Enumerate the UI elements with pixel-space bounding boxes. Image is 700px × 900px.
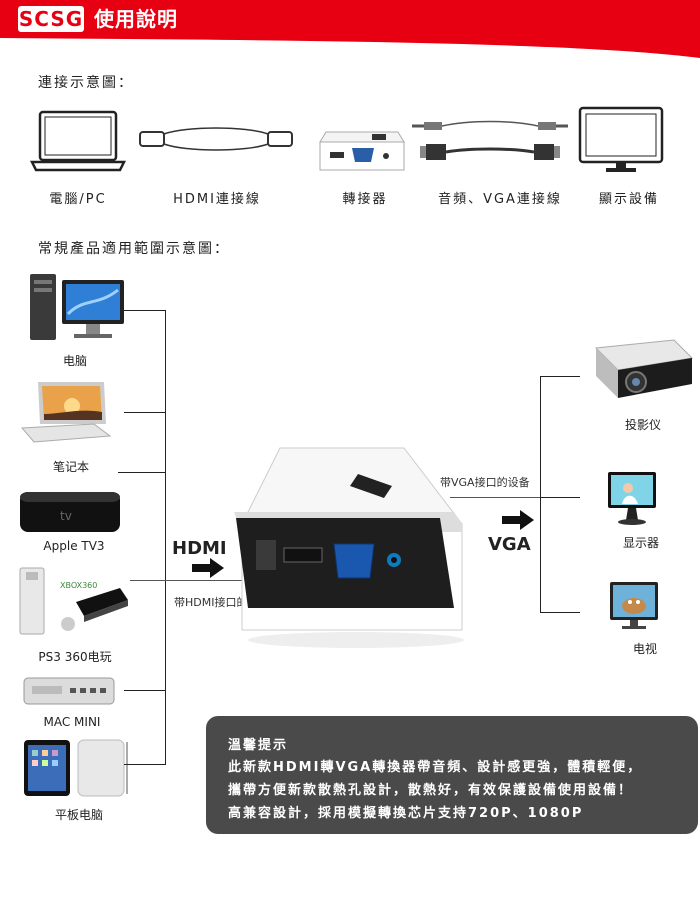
laptop-notebook-icon <box>20 382 112 443</box>
desktop-computer-icon <box>30 274 124 340</box>
source-label-tablet: 平板电脑 <box>54 808 103 822</box>
svg-text:XBOX360: XBOX360 <box>60 581 97 590</box>
tips-box: 溫馨提示 此新款HDMI轉VGA轉換器帶音頻、設計感更強，體積輕便， 攜帶方便新… <box>206 716 698 834</box>
connector-vertical-line <box>165 310 166 765</box>
tips-line: 此新款HDMI轉VGA轉換器帶音頻、設計感更強，體積輕便， <box>228 760 643 775</box>
hdmi-label: HDMI <box>172 538 227 559</box>
arrow-right-icon <box>192 558 224 578</box>
connector-line <box>124 412 165 413</box>
caption-audio-vga-cable: 音頻、VGA連接線 <box>438 192 562 207</box>
connector-line <box>124 764 165 765</box>
apple-tv-icon: tv <box>20 492 120 532</box>
scope-heading: 常規產品適用範圍示意圖： <box>38 241 230 257</box>
output-connector-line <box>540 376 580 377</box>
caption-display: 顯示設備 <box>598 192 659 207</box>
arrow-right-icon <box>502 510 534 530</box>
output-vertical-line <box>540 376 541 612</box>
page-title: 使用說明 <box>94 7 178 31</box>
output-connector-line <box>540 497 580 498</box>
connector-line <box>118 472 165 473</box>
source-label-ps3-360: PS3 360电玩 <box>38 650 112 664</box>
source-label-mac-mini: MAC MINI <box>43 715 101 729</box>
game-console-icon: XBOX360 <box>19 567 128 635</box>
connection-heading: 連接示意圖： <box>38 75 134 91</box>
caption-pc: 電腦/PC <box>49 192 107 207</box>
vga-connector-line <box>450 497 570 498</box>
adapter-icon <box>319 131 405 171</box>
caption-hdmi-cable: HDMI連接線 <box>173 192 261 207</box>
television-icon <box>610 582 658 629</box>
vga-device-label: 带VGA接口的设备 <box>440 476 530 489</box>
hdmi-connector-line <box>130 580 270 581</box>
output-label-projector: 投影仪 <box>624 418 661 432</box>
hdmi-to-vga-adapter-image <box>234 447 464 648</box>
source-label-notebook: 笔记本 <box>52 460 89 474</box>
brand-logo: SCSG <box>18 6 84 32</box>
tablet-icon <box>24 739 128 797</box>
tips-line: 高兼容設計，採用模擬轉換芯片支持720P、1080P <box>228 806 584 821</box>
source-label-apple-tv: Apple TV3 <box>43 539 105 553</box>
display-monitor-icon <box>578 106 664 172</box>
svg-text:tv: tv <box>60 509 72 523</box>
connector-line <box>124 310 165 311</box>
output-label-tv: 电视 <box>632 642 657 656</box>
tips-line: 攜帶方便新款散熱孔設計，散熱好，有效保護設備使用設備！ <box>228 783 634 798</box>
vga-label: VGA <box>488 534 531 555</box>
caption-adapter: 轉接器 <box>342 192 388 207</box>
hdmi-cable-icon <box>139 127 293 151</box>
mac-mini-icon <box>23 677 115 705</box>
header-wave <box>0 36 700 58</box>
header-bar <box>0 0 700 38</box>
output-connector-line <box>540 612 580 613</box>
projector-icon <box>594 339 694 398</box>
connector-line <box>124 690 165 691</box>
audio-vga-cable-icon <box>412 120 568 160</box>
source-label-computer: 电脑 <box>62 354 87 368</box>
output-label-monitor: 显示器 <box>622 536 659 550</box>
laptop-icon <box>30 110 126 172</box>
monitor-icon <box>608 472 656 525</box>
tips-title: 溫馨提示 <box>228 738 289 753</box>
